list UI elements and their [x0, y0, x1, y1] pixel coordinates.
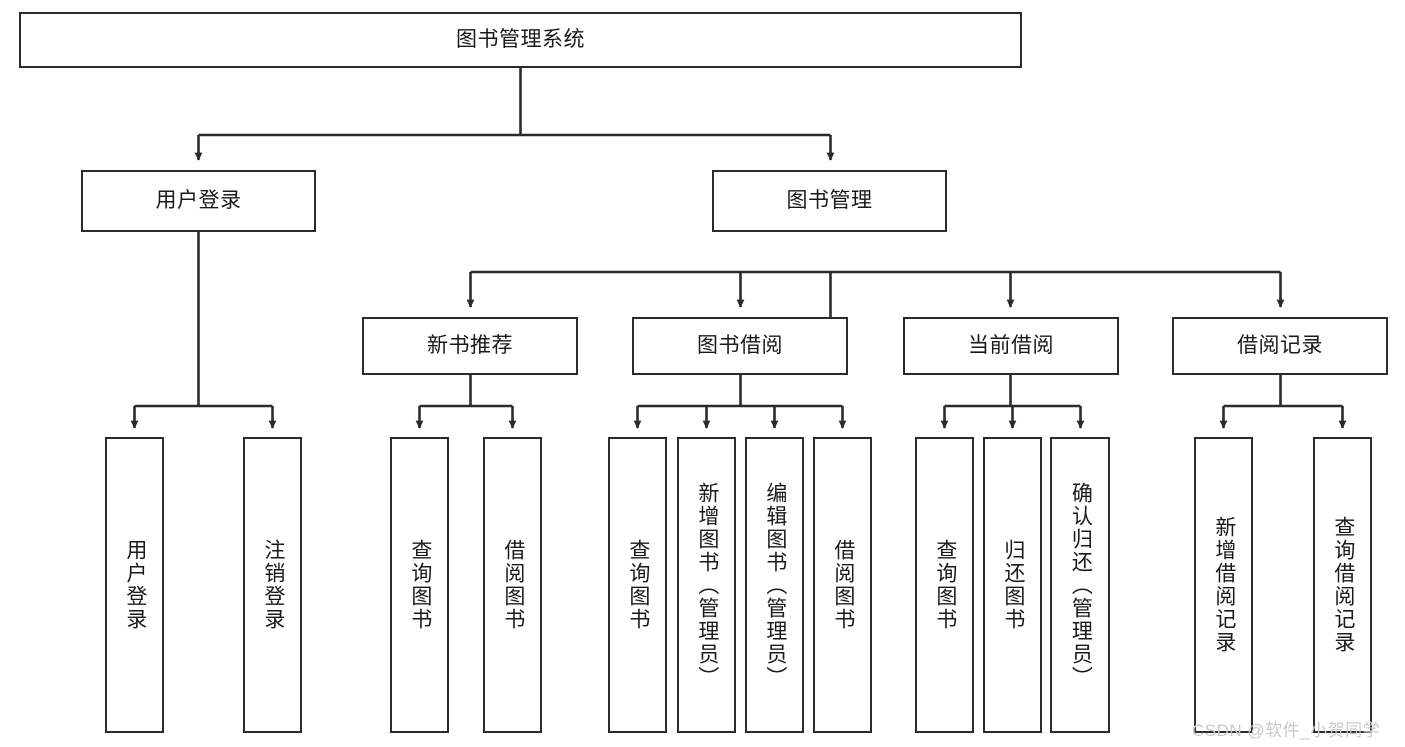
node-leaf-rec-query-record[interactable]: 查询借阅记录: [1313, 437, 1372, 733]
node-user-login-label: 用户登录: [155, 189, 242, 213]
node-leaf-borrow-edit-book-label: 编辑图书（管理员）: [763, 481, 787, 689]
node-leaf-cur-return-book-label: 归还图书: [1001, 539, 1025, 631]
node-leaf-borrow-borrow-book-label: 借阅图书: [831, 539, 855, 631]
node-leaf-borrow-query-book[interactable]: 查询图书: [608, 437, 667, 733]
node-borrow-record-label: 借阅记录: [1237, 334, 1323, 358]
node-book-borrow-label: 图书借阅: [697, 334, 783, 358]
node-book-manage-label: 图书管理: [786, 189, 873, 213]
node-book-borrow[interactable]: 图书借阅: [632, 317, 848, 375]
node-leaf-cur-return-book[interactable]: 归还图书: [983, 437, 1042, 733]
node-leaf-rec-query-book[interactable]: 查询图书: [390, 437, 449, 733]
node-leaf-cur-query-book-label: 查询图书: [933, 539, 957, 631]
node-leaf-borrow-query-book-label: 查询图书: [626, 539, 650, 631]
node-leaf-user-login[interactable]: 用户登录: [105, 437, 164, 733]
node-leaf-rec-add-record-label: 新增借阅记录: [1212, 516, 1236, 654]
node-root-label: 图书管理系统: [456, 28, 585, 52]
node-current-borrow[interactable]: 当前借阅: [903, 317, 1119, 375]
node-root[interactable]: 图书管理系统: [19, 12, 1022, 68]
node-leaf-user-logout[interactable]: 注销登录: [243, 437, 302, 733]
node-borrow-record[interactable]: 借阅记录: [1172, 317, 1388, 375]
csdn-watermark: CSDN @软件_小贺同学: [1192, 721, 1381, 740]
node-leaf-rec-add-record[interactable]: 新增借阅记录: [1194, 437, 1253, 733]
node-user-login[interactable]: 用户登录: [81, 170, 316, 232]
node-leaf-user-logout-label: 注销登录: [261, 539, 285, 631]
node-leaf-rec-query-book-label: 查询图书: [408, 539, 432, 631]
node-leaf-cur-query-book[interactable]: 查询图书: [915, 437, 974, 733]
node-leaf-borrow-add-book-label: 新增图书（管理员）: [695, 481, 719, 689]
node-leaf-user-login-label: 用户登录: [123, 539, 147, 631]
node-book-manage[interactable]: 图书管理: [712, 170, 947, 232]
node-leaf-borrow-borrow-book[interactable]: 借阅图书: [813, 437, 872, 733]
node-current-borrow-label: 当前借阅: [968, 334, 1054, 358]
node-leaf-rec-borrow-book[interactable]: 借阅图书: [483, 437, 542, 733]
node-leaf-cur-confirm-return-label: 确认归还（管理员）: [1069, 481, 1093, 689]
node-leaf-cur-confirm-return[interactable]: 确认归还（管理员）: [1050, 437, 1110, 733]
node-new-book-rec-label: 新书推荐: [427, 334, 513, 358]
node-new-book-rec[interactable]: 新书推荐: [362, 317, 578, 375]
node-leaf-borrow-add-book[interactable]: 新增图书（管理员）: [677, 437, 736, 733]
node-leaf-rec-query-record-label: 查询借阅记录: [1331, 516, 1355, 654]
node-leaf-rec-borrow-book-label: 借阅图书: [501, 539, 525, 631]
node-leaf-borrow-edit-book[interactable]: 编辑图书（管理员）: [745, 437, 804, 733]
